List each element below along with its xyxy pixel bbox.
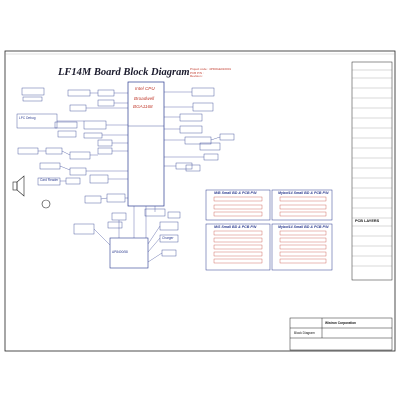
bus-lines [38, 91, 221, 263]
cpu-arch: Broadwell [134, 96, 155, 101]
cpu-name: Intel CPU [135, 86, 155, 91]
pcb-group-title-4: Mybot14 Small BD & PCB P/N [278, 225, 329, 229]
revision-column [351, 61, 393, 281]
right-boxes [175, 87, 235, 172]
cpu-debug-label: LPC Debug [19, 116, 36, 120]
speaker-symbol [12, 175, 25, 197]
pcb-group-boxes [205, 189, 333, 271]
company-name: Wistron Corporation [325, 321, 356, 325]
pcb-layers-label: PCB LAYERS [355, 219, 380, 223]
mic-symbol [41, 199, 51, 209]
sheet-name: Block Diagram [294, 331, 315, 335]
revision: Revision : [190, 74, 204, 79]
project-code: Project code : 4PD0GE010001 [190, 67, 232, 71]
project-info: Project code : 4PD0GE010001 PCB P/N : Re… [190, 67, 232, 79]
left-boxes [16, 87, 181, 257]
chipset-block [109, 237, 149, 269]
pcb-entries [213, 196, 327, 264]
pcb-group-title-3: M/S Small BD & PCB P/N [214, 225, 257, 229]
card-reader-label: Card Reader [40, 178, 59, 182]
pcb-group-title-1: M/B Small BD & PCB P/N [214, 191, 257, 195]
sheet-border [4, 50, 396, 352]
pcb-pn: PCB P/N : [190, 70, 204, 75]
chipset-label: AP8400/58 [112, 250, 128, 254]
cpu-package: BGA1168 [133, 104, 153, 109]
title-block-frame [289, 317, 393, 351]
charger-label: Charger [162, 236, 174, 240]
pcb-group-title-2: Mybot14 Small BD & PCB P/N [278, 191, 329, 195]
diagram-title: LF14M Board Block Diagram [58, 67, 190, 78]
